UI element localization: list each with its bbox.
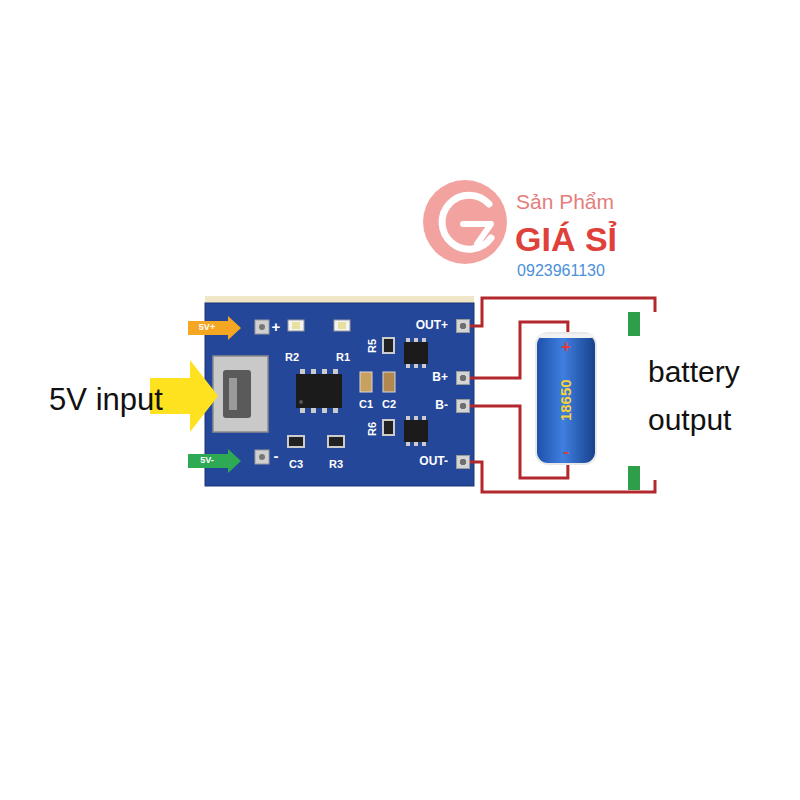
- ic-pin: [406, 416, 410, 420]
- ic-pin: [422, 416, 426, 420]
- watermark-text: Sản Phẩm: [516, 190, 614, 213]
- terminal-pad: B-: [435, 399, 470, 413]
- solder-pad: [456, 455, 470, 469]
- polarity-mark: +: [272, 319, 281, 336]
- component-label: R3: [329, 458, 343, 470]
- pad-hole: [259, 324, 265, 330]
- output-box: battery output: [640, 312, 775, 480]
- pcb-board: [205, 303, 474, 486]
- terminal-name: OUT+: [416, 319, 448, 332]
- charger-ic: [296, 374, 342, 408]
- ic-pin: [333, 408, 338, 413]
- ic-pin: [422, 338, 426, 342]
- usb-tongue: [229, 378, 237, 410]
- ic-pin: [300, 369, 305, 374]
- battery-marking: +: [561, 338, 571, 357]
- polarity-mark: -: [274, 448, 279, 465]
- usb-opening: [223, 370, 251, 418]
- led: [288, 320, 304, 331]
- battery-marking: -: [563, 443, 569, 462]
- battery-body: [536, 333, 596, 464]
- ic-pin: [422, 442, 426, 446]
- component-label: R1: [336, 351, 350, 363]
- solder-pad: [456, 399, 470, 413]
- resistor: [328, 436, 344, 447]
- mosfet-ic: [404, 420, 428, 442]
- wire-group: [470, 298, 655, 492]
- component-label: R5: [366, 339, 378, 353]
- holder-tab: [628, 466, 640, 490]
- resistor: [383, 420, 394, 435]
- component-label: C1: [359, 398, 373, 410]
- ic-pin: [311, 408, 316, 413]
- battery-marking: 18650: [558, 379, 575, 421]
- terminal-pad: OUT-: [419, 455, 470, 469]
- terminal-name: B-: [435, 399, 448, 412]
- battery-cell: +18650 -: [535, 332, 597, 465]
- led-lens: [338, 322, 346, 329]
- holder-tab: [628, 312, 640, 336]
- ic-pin: [414, 416, 418, 420]
- logo-mark: [463, 224, 491, 244]
- solder-pad: [255, 320, 269, 334]
- ic-pin: [414, 338, 418, 342]
- output-label: battery output: [648, 348, 767, 444]
- ic-pin: [406, 364, 410, 368]
- micro-usb-port: [213, 356, 268, 432]
- ic-pin: [414, 442, 418, 446]
- terminal-name: B+: [432, 371, 448, 384]
- ic-dot: [299, 400, 303, 404]
- ic-pin: [333, 369, 338, 374]
- pad-hole: [259, 454, 265, 460]
- component-label: C2: [382, 398, 396, 410]
- solder-pad: [456, 319, 470, 333]
- capacitor: [383, 372, 395, 392]
- watermark-text: GIÁ SỈ: [515, 221, 617, 258]
- terminal-name: OUT-: [419, 455, 448, 468]
- component-label: C3: [289, 458, 303, 470]
- solder-pad: [456, 371, 470, 385]
- pin-label: 5V+: [199, 323, 215, 333]
- ic-pin: [322, 408, 327, 413]
- ic-pin: [406, 442, 410, 446]
- ic-pin: [322, 369, 327, 374]
- terminal-pad: OUT+: [416, 319, 470, 333]
- ic-pin: [300, 408, 305, 413]
- led-lens: [292, 322, 300, 329]
- ic-pin: [422, 364, 426, 368]
- capacitor: [360, 372, 372, 392]
- pin-label: 5V-: [200, 456, 214, 466]
- component-label: R2: [285, 351, 299, 363]
- ic-pin: [406, 338, 410, 342]
- positive-arrow: [188, 316, 241, 340]
- red-wire: [470, 462, 655, 492]
- led: [334, 320, 350, 331]
- watermark-phone: 0923961130: [517, 262, 605, 280]
- terminal-pad: B+: [432, 371, 470, 385]
- ic-pin: [414, 364, 418, 368]
- component-label: R6: [366, 422, 378, 436]
- logo-arc: [442, 195, 491, 249]
- resistor: [383, 338, 394, 353]
- logo-circle: [423, 180, 507, 264]
- protection-ic: [404, 342, 428, 364]
- solder-pad: [255, 450, 269, 464]
- input-label: 5V input: [49, 383, 163, 417]
- negative-arrow: [188, 449, 241, 473]
- capacitor: [288, 436, 304, 447]
- ic-pin: [311, 369, 316, 374]
